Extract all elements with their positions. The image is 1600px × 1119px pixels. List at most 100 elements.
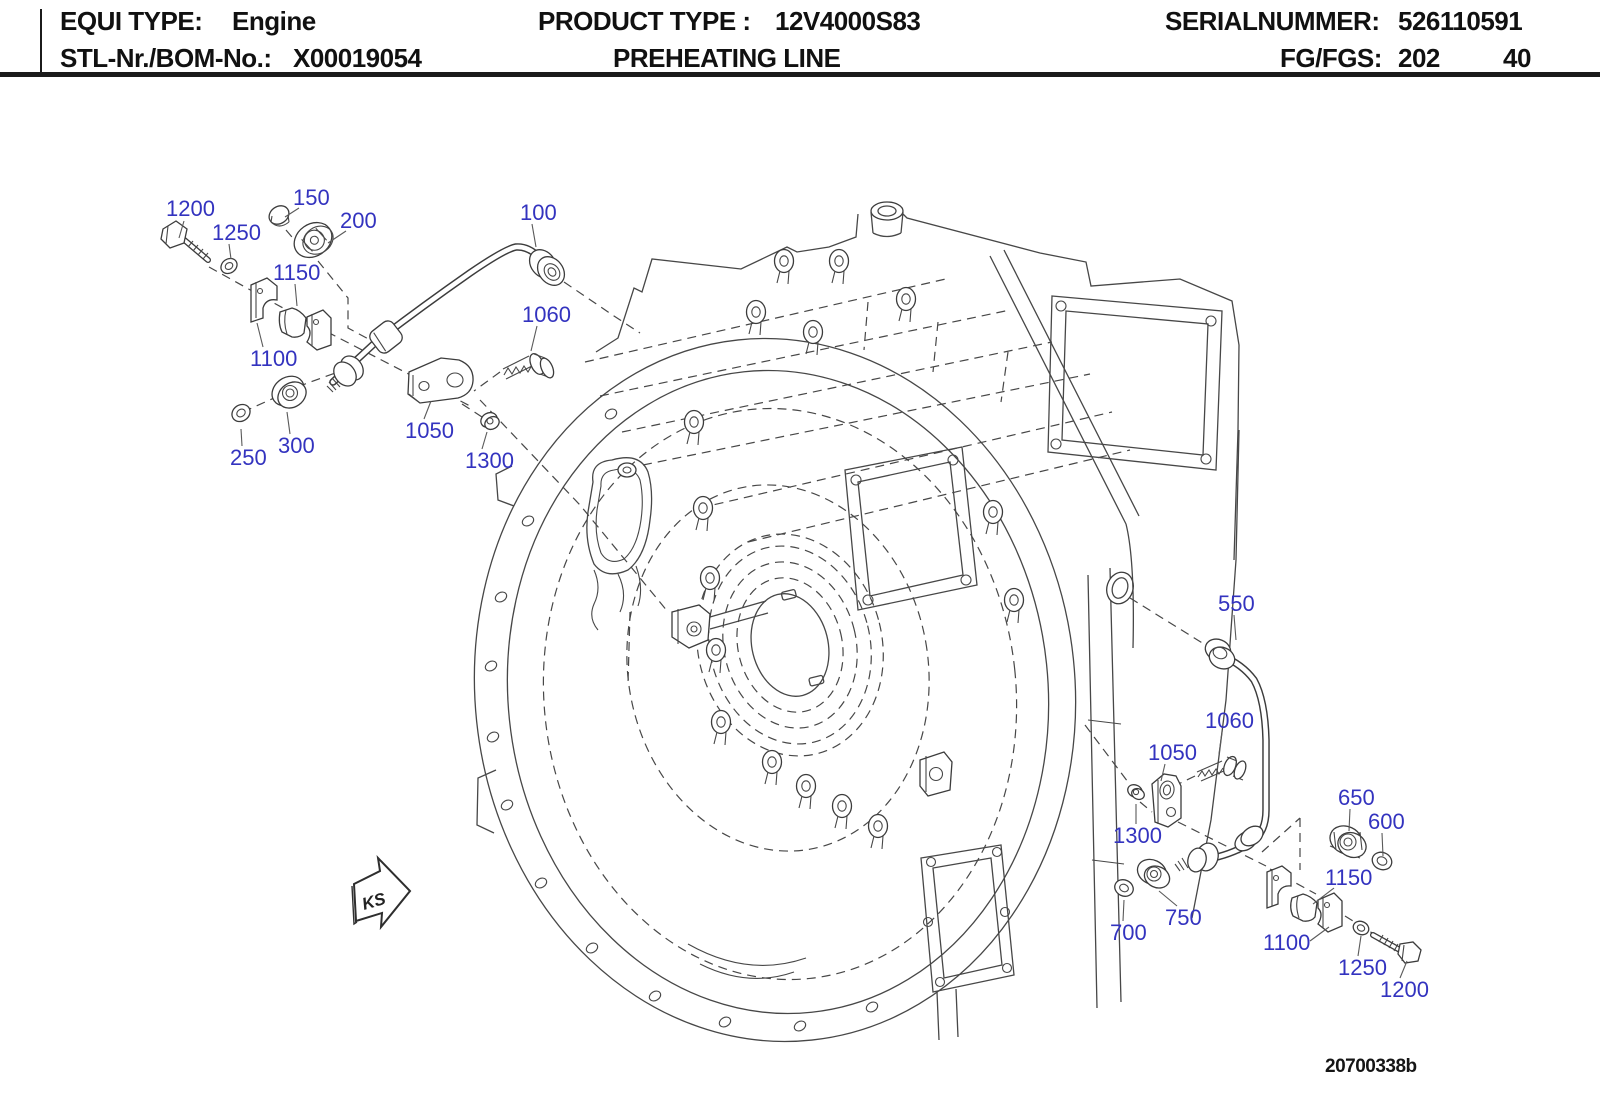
rim-bolt-hole (585, 942, 599, 954)
washer-600 (1371, 851, 1393, 871)
part-number-label: 1300 (1113, 823, 1162, 848)
bolt-1200-right (1370, 932, 1422, 964)
pipe-union-mid (1234, 825, 1264, 852)
part-leader-line (481, 431, 488, 450)
part-number-label: 1200 (166, 196, 215, 221)
part-leader-line (1122, 899, 1125, 922)
part-number-label: 1060 (522, 302, 571, 327)
part-number-label: 100 (520, 200, 557, 225)
mounting-lug (671, 600, 769, 649)
bolt-eyelet (773, 248, 795, 285)
nut-1300-right (1127, 784, 1145, 801)
part-leader-line (1399, 960, 1408, 979)
leader-lines (178, 207, 1408, 979)
ks-direction-marker: KS (351, 855, 412, 931)
part-leader-line (228, 243, 232, 260)
pipe-threaded-end (1174, 842, 1219, 873)
rim-bolt-hole (484, 660, 498, 672)
rim-bolt-hole (718, 1016, 732, 1028)
pipe-grommet (369, 320, 403, 354)
part-leader-line (1348, 808, 1351, 832)
face-bolt-eyelets (683, 248, 1025, 850)
bolt-eyelet (683, 409, 705, 446)
washer-250 (231, 403, 251, 423)
part-leader-line (1309, 926, 1330, 942)
drawing-number: 20700338b (1325, 1056, 1417, 1077)
part-leader-line (1381, 832, 1384, 857)
bracket-1050-right (1151, 773, 1182, 828)
face-window (586, 457, 653, 685)
part-number-label: 1050 (405, 418, 454, 443)
bolt-eyelet (867, 813, 889, 850)
pipe-union-nut-lower (326, 355, 364, 393)
part-leader-line (256, 322, 264, 348)
rim-bolt-hole (500, 799, 514, 811)
part-leader-line (531, 223, 537, 248)
part-number-label: 1100 (250, 346, 297, 371)
top-boss (870, 201, 904, 238)
preheating-pipe-lower (1174, 638, 1270, 873)
serial-number-value: 526110591 (1398, 6, 1523, 36)
washer-1250-left (220, 257, 238, 275)
clamp-bushing-1150-left (278, 307, 307, 338)
rim-bolt-hole (865, 1001, 879, 1013)
rim-bolt-hole (534, 877, 548, 889)
bolt-eyelet (802, 319, 824, 356)
bolt-eyelet (895, 286, 917, 323)
part-leader-line (1233, 614, 1237, 641)
rim-bolt-hole (521, 515, 535, 527)
part-leader-line (294, 283, 298, 307)
part-leader-line (1218, 731, 1223, 755)
part-leader-line (1160, 763, 1166, 782)
bolt-eyelet (982, 499, 1004, 536)
nut-750 (1136, 858, 1171, 889)
washer-1250-right (1352, 920, 1370, 936)
bolt-eyelet (831, 793, 853, 830)
bolt-eyelet (761, 749, 783, 786)
plug-150 (268, 205, 290, 227)
equi-type-value: Engine (232, 6, 316, 36)
fg-fgs-value-2: 40 (1503, 43, 1531, 73)
clamp-half-1100-right (1266, 865, 1292, 909)
product-type-value: 12V4000S83 (775, 6, 921, 36)
part-leader-line (1357, 935, 1362, 957)
part-number-label: 1250 (1338, 955, 1387, 980)
part-number-label: 1050 (1148, 740, 1197, 765)
part-number-label: 250 (230, 445, 267, 470)
hub (696, 533, 884, 757)
part-number-label: 1150 (273, 260, 320, 285)
sheet-title: PREHEATING LINE (613, 43, 841, 73)
fg-fgs-label: FG/FGS: (1280, 43, 1382, 73)
bom-number-value: X00019054 (293, 43, 422, 73)
part-number-label: 200 (340, 208, 377, 233)
product-type-label: PRODUCT TYPE : (538, 6, 751, 36)
clamp-bushing-1150-right (1290, 893, 1318, 922)
part-leader-line (1158, 890, 1178, 907)
bolt-eyelet (692, 495, 714, 532)
header-separator-line (0, 72, 1600, 77)
nut-650 (1329, 825, 1367, 859)
bolt-eyelet (745, 299, 767, 336)
part-number-label: 150 (293, 185, 330, 210)
bolt-eyelet (705, 637, 727, 674)
right-flange (844, 249, 1240, 1041)
part-leader-line (423, 400, 432, 420)
bolt-1200-left (160, 220, 211, 263)
clamp-half-1100-left (250, 277, 278, 323)
bolt-eyelet (1003, 587, 1025, 624)
part-number-label: 1060 (1205, 708, 1254, 733)
rim-bolt-hole (604, 408, 618, 420)
part-number-label: 1200 (1380, 977, 1429, 1002)
rim-bolt-hole (494, 591, 508, 603)
part-leader-line (240, 428, 243, 447)
rim-bolt-holes (484, 408, 879, 1032)
part-number-label: 750 (1165, 905, 1202, 930)
bolt-eyelet (699, 565, 721, 602)
equi-type-label: EQUI TYPE: (60, 6, 203, 36)
pipe-union-nut-upper (528, 249, 566, 286)
part-leader-line (530, 325, 538, 352)
nut-300 (271, 375, 307, 409)
clamp-half-1100-right-b (1317, 892, 1343, 933)
